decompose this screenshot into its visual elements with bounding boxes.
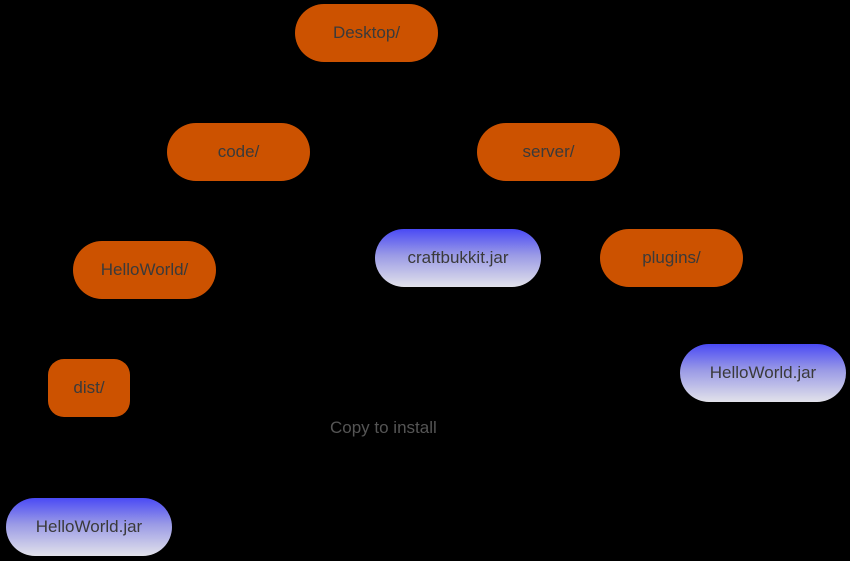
node-craftbukkit-jar: craftbukkit.jar [375, 229, 541, 287]
node-helloworld-dir: HelloWorld/ [73, 241, 216, 299]
edge-server-craftbukkit [456, 180, 549, 230]
node-desktop: Desktop/ [295, 4, 438, 62]
node-helloworld-jar-dist: HelloWorld.jar [6, 498, 172, 556]
edge-plugins-jar [670, 286, 764, 345]
node-helloworld-jar-plugins: HelloWorld.jar [680, 344, 846, 402]
node-server: server/ [477, 123, 620, 181]
node-plugins: plugins/ [600, 229, 743, 287]
edge-desktop-server [365, 61, 549, 124]
copy-caption: Copy to install [330, 418, 437, 437]
edge-helloworld-dist [87, 298, 145, 360]
node-dist: dist/ [48, 359, 130, 417]
edge-copy-arrow [171, 379, 681, 521]
edge-server-plugins [547, 180, 672, 230]
node-code: code/ [167, 123, 310, 181]
edge-code-helloworld [143, 180, 239, 242]
edge-desktop-code [237, 61, 367, 124]
